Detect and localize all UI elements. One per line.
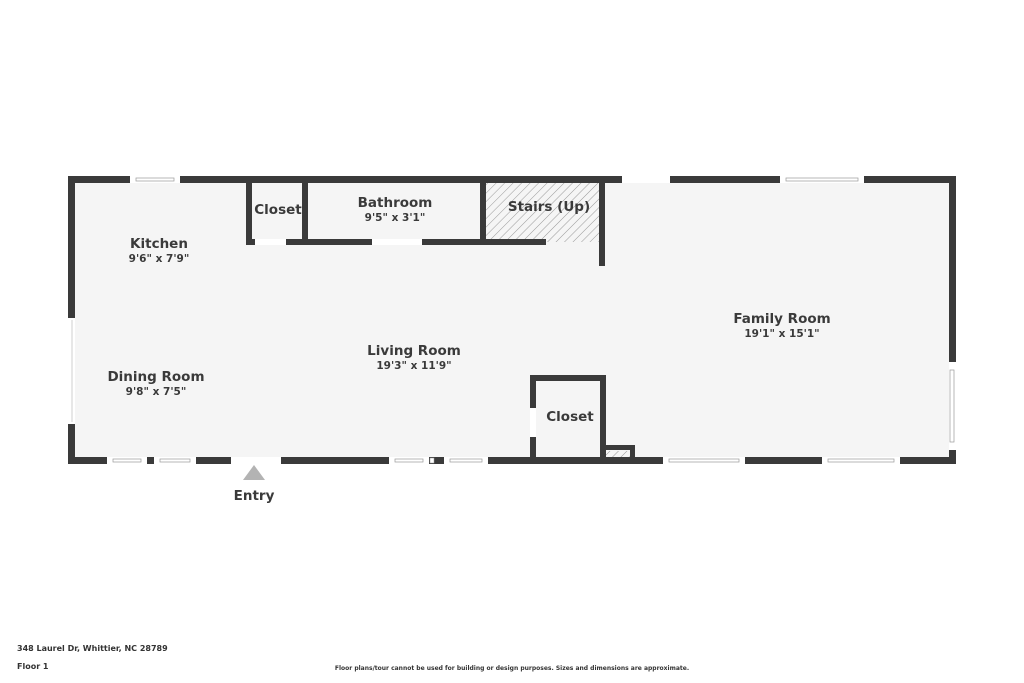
room-family-room: Family Room 19'1" x 15'1" xyxy=(733,311,830,341)
disclaimer: Floor plans/tour cannot be used for buil… xyxy=(334,665,690,672)
room-closet-top: Closet xyxy=(254,202,301,218)
stairs-hatch xyxy=(486,183,600,242)
room-bathroom: Bathroom 9'5" x 3'1" xyxy=(358,195,433,225)
windows-bottom xyxy=(107,457,900,464)
room-dimensions: 9'5" x 3'1" xyxy=(364,212,426,224)
room-name: Bathroom xyxy=(357,195,433,211)
chase-hatch xyxy=(606,451,630,457)
windows-top xyxy=(130,176,864,183)
room-name: Closet xyxy=(254,202,302,218)
property-address: 348 Laurel Dr, Whittier, NC 28789 xyxy=(17,644,168,653)
room-dimensions: 19'3" x 11'9" xyxy=(376,360,452,372)
room-dimensions: 9'8" x 7'5" xyxy=(125,386,187,398)
room-name: Family Room xyxy=(733,311,831,327)
entry-label: Entry xyxy=(233,488,275,504)
room-name: Closet xyxy=(546,409,594,425)
window-right xyxy=(949,362,956,450)
closet-door-gap xyxy=(255,239,286,245)
room-dimensions: 19'1" x 15'1" xyxy=(744,328,820,340)
room-name: Stairs (Up) xyxy=(507,199,591,215)
window-left xyxy=(68,318,75,424)
room-closet-bottom: Closet xyxy=(546,409,593,425)
bathroom-door-gap xyxy=(372,239,422,245)
entry-arrow-icon xyxy=(243,465,265,480)
room-name: Kitchen xyxy=(130,236,188,252)
room-name: Dining Room xyxy=(107,369,205,385)
room-dining-room: Dining Room 9'8" x 7'5" xyxy=(107,369,204,399)
room-kitchen: Kitchen 9'6" x 7'9" xyxy=(129,236,190,266)
floor-label: Floor 1 xyxy=(17,662,49,671)
room-living-room: Living Room 19'3" x 11'9" xyxy=(367,343,461,373)
room-stairs: Stairs (Up) xyxy=(508,199,590,215)
room-name: Living Room xyxy=(367,343,461,359)
interior-walls xyxy=(246,180,635,461)
room-dimensions: 9'6" x 7'9" xyxy=(128,253,190,265)
closet-bottom-door-gap xyxy=(530,408,536,437)
